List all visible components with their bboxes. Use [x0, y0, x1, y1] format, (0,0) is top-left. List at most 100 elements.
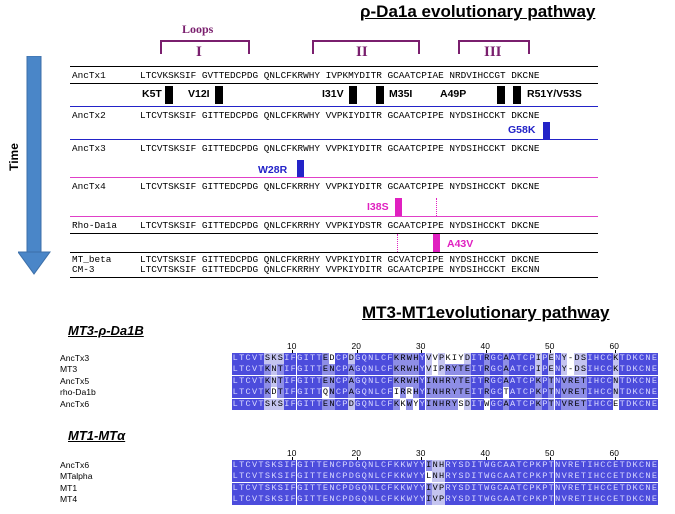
- residue-cell: T: [580, 375, 587, 387]
- residue-cell: E: [322, 364, 329, 376]
- mutation-label: V12I: [188, 88, 210, 100]
- residue-cell: F: [386, 471, 394, 483]
- residue-cell: W: [406, 482, 413, 494]
- residue-cell: I: [470, 387, 478, 399]
- residue-cell: C: [599, 364, 607, 376]
- residue-cell: K: [535, 398, 542, 410]
- residue-cell: E: [612, 482, 619, 494]
- residue-cell: C: [638, 387, 645, 399]
- residue-cell: E: [548, 364, 555, 376]
- residue-cell: C: [606, 460, 613, 471]
- ruler-mark: [485, 350, 487, 353]
- residue-cell: I: [283, 482, 291, 494]
- residue-cell: S: [457, 460, 465, 471]
- residue-cell: Q: [361, 398, 368, 410]
- loops-label: Loops: [182, 22, 214, 36]
- residue-cell: I: [425, 398, 432, 410]
- residue-cell: E: [464, 387, 471, 399]
- residue-cell: C: [335, 460, 342, 471]
- residue-cell: Y: [451, 387, 458, 399]
- residue-cell: C: [638, 494, 645, 506]
- residue-cell: I: [302, 482, 310, 494]
- residue-cell: C: [606, 398, 613, 410]
- residue-cell: K: [393, 482, 400, 494]
- residue-cell: N: [554, 375, 561, 387]
- residue-cell: I: [302, 387, 310, 399]
- residue-cell: C: [244, 375, 252, 387]
- residue-cell: P: [541, 471, 549, 483]
- residue-cell: V: [251, 494, 258, 506]
- residue-cell: E: [612, 460, 619, 471]
- residue-cell: I: [425, 460, 432, 471]
- residue-cell: T: [309, 353, 316, 364]
- residue-cell: H: [593, 375, 600, 387]
- residue-cell: T: [477, 398, 484, 410]
- residue-cell: G: [296, 494, 303, 506]
- residue-cell: R: [399, 375, 407, 387]
- residue-cell: Y: [419, 398, 426, 410]
- residue-cell: H: [593, 387, 600, 399]
- residue-cell: T: [619, 471, 626, 483]
- residue-cell: G: [490, 398, 497, 410]
- residue-cell: N: [328, 482, 336, 494]
- residue-cell: D: [348, 398, 355, 410]
- ruler-tick: 20: [351, 341, 361, 351]
- dotted-marker: [436, 198, 437, 216]
- residue-cell: N: [554, 398, 561, 410]
- residue-cell: Y: [419, 494, 426, 506]
- residue-cell: C: [522, 353, 529, 364]
- mutation-bar: [165, 86, 173, 104]
- alignment-row-name: AncTx6: [60, 460, 90, 470]
- alignment-2-label: MT1-MTα: [68, 428, 126, 443]
- residue-cell: K: [393, 398, 400, 410]
- residue-cell: N: [431, 471, 439, 483]
- residue-cell: T: [580, 494, 587, 506]
- residue-cell: I: [393, 387, 400, 398]
- residue-cell: G: [354, 398, 361, 410]
- ruler-tick: 30: [416, 341, 426, 351]
- ruler-tick: 50: [545, 448, 555, 458]
- alignment-row-name: MT1: [60, 482, 78, 493]
- residue-cell: S: [277, 494, 284, 506]
- residue-cell: G: [296, 471, 303, 483]
- mutation-bar: [513, 86, 521, 104]
- residue-cell: H: [438, 387, 445, 399]
- ruler-mark: [614, 350, 616, 353]
- residue-cell: H: [412, 375, 420, 387]
- residue-cell: A: [509, 375, 516, 387]
- residue-cell: L: [232, 494, 239, 506]
- residue-cell: C: [606, 364, 613, 376]
- residue-cell: C: [380, 471, 387, 483]
- residue-cell: V: [251, 364, 258, 376]
- residue-cell: C: [638, 471, 645, 483]
- residue-cell: T: [548, 375, 555, 387]
- residue-cell: A: [348, 375, 355, 387]
- residue-cell: R: [567, 375, 574, 387]
- residue-cell: F: [386, 353, 394, 364]
- residue-cell: C: [606, 482, 613, 494]
- residue-cell: N: [644, 471, 652, 483]
- residue-cell: N: [431, 460, 439, 471]
- residue-cell: V: [431, 494, 439, 506]
- residue-cell: P: [341, 353, 349, 364]
- residue-cell: A: [502, 353, 510, 364]
- residue-cell: W: [483, 460, 490, 471]
- ruler-tick: 40: [480, 448, 490, 458]
- mutation-bar: [297, 160, 304, 178]
- residue-cell: G: [296, 353, 303, 364]
- residue-cell: K: [399, 482, 407, 494]
- residue-cell: R: [567, 387, 574, 399]
- residue-cell: F: [290, 471, 297, 483]
- mutation-label: W28R: [258, 164, 288, 176]
- residue-cell: -: [568, 353, 574, 363]
- residue-cell: C: [335, 482, 342, 494]
- residue-cell: D: [464, 398, 471, 410]
- residue-cell: E: [573, 494, 581, 506]
- residue-cell: E: [651, 353, 658, 364]
- residue-cell: T: [315, 482, 323, 494]
- residue-cell: H: [438, 460, 445, 471]
- residue-cell: F: [290, 494, 297, 506]
- ruler-mark: [421, 457, 423, 460]
- residue-cell: T: [238, 398, 245, 410]
- residue-cell: E: [322, 471, 329, 483]
